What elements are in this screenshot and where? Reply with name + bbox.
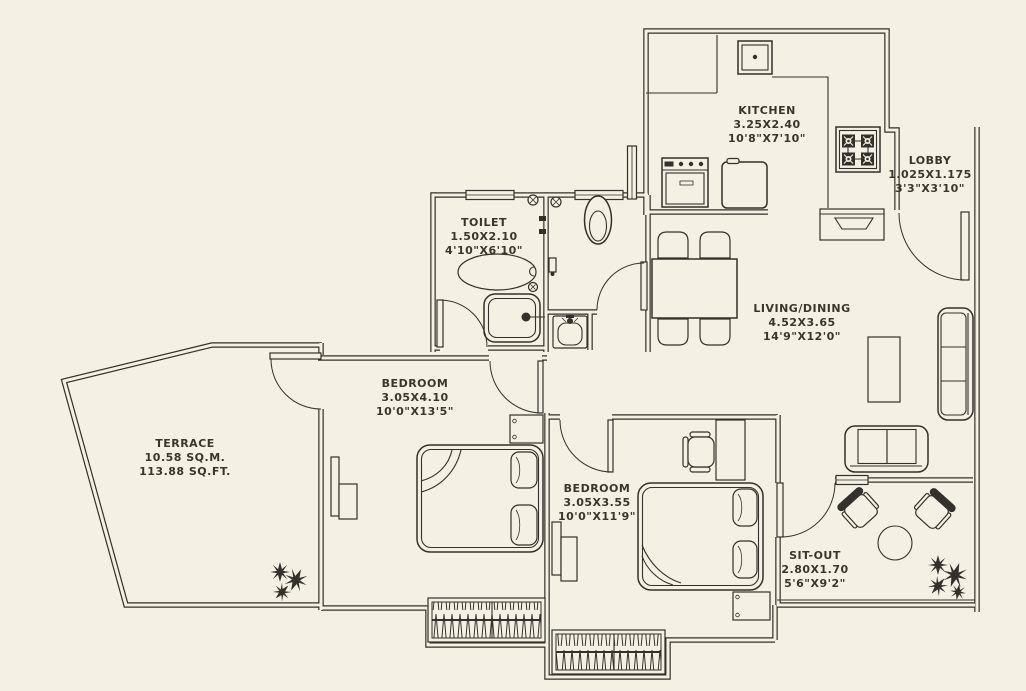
bedside-table — [509, 414, 544, 444]
patio-chair — [837, 487, 880, 529]
terrace-door — [269, 352, 322, 410]
wc-room — [548, 195, 613, 349]
room-name: BEDROOM — [382, 377, 449, 390]
exhaust-fan-icon — [527, 194, 539, 206]
terrace — [269, 562, 312, 605]
room-name: KITCHEN — [738, 104, 796, 117]
bed-double — [416, 444, 544, 553]
dining-table — [651, 231, 738, 346]
sit-out-door — [776, 482, 836, 538]
entrance-door — [898, 211, 970, 281]
tv-unit — [551, 521, 578, 582]
wash-basin-icon — [552, 315, 588, 349]
bedroom-1-label: BEDROOM 3.05X4.10 10'0"X13'5" — [376, 377, 454, 418]
living-dining-label: LIVING/DINING 4.52X3.65 14'9"X12'0" — [753, 302, 850, 343]
flush-valve-icon — [548, 257, 557, 276]
ceiling-fan-icon — [550, 196, 562, 208]
kitchen-shaft-window — [626, 145, 638, 200]
shower-mixer-icon — [539, 216, 546, 234]
washing-machine-icon — [661, 157, 709, 208]
wardrobe — [551, 629, 666, 675]
wc-toilet-icon — [583, 195, 613, 245]
pillow — [510, 451, 538, 489]
bedside-table — [732, 591, 771, 621]
room-name: LOBBY — [909, 154, 952, 167]
room-dim-m: 3.25X2.40 — [733, 118, 800, 131]
floor-drain-icon — [527, 281, 539, 293]
shower-cubicle-icon — [483, 293, 545, 343]
plant-icon — [269, 562, 312, 605]
toilet-window — [465, 189, 515, 201]
room-dim-ft: 14'9"X12'0" — [763, 330, 841, 343]
toilet-room — [457, 194, 546, 343]
kitchen-sink-icon — [737, 40, 773, 75]
plant-icon — [924, 555, 972, 602]
room-labels: KITCHEN 3.25X2.40 10'8"X7'10" LOBBY 1.02… — [139, 104, 972, 590]
room-name: BEDROOM — [564, 482, 631, 495]
living-dining — [651, 231, 974, 473]
room-dim-ft: 4'10"X6'10" — [445, 244, 523, 257]
lobby-label: LOBBY 1.025X1.175 3'3"X3'10" — [888, 154, 972, 195]
sit-out — [837, 487, 972, 602]
room-dim-ft: 10'8"X7'10" — [728, 132, 806, 145]
kitchen-label: KITCHEN 3.25X2.40 10'8"X7'10" — [728, 104, 806, 145]
bedroom-1-door — [489, 360, 544, 414]
round-table — [877, 525, 913, 561]
room-dim-m: 2.80X1.70 — [781, 563, 848, 576]
room-name: TOILET — [461, 216, 507, 229]
bedroom-2-label: BEDROOM 3.05X3.55 10'0"X11'9" — [558, 482, 636, 523]
bedroom-2 — [551, 419, 771, 675]
toilet-door — [436, 299, 488, 348]
room-dim-ft: 3'3"X3'10" — [895, 182, 965, 195]
room-dim-m: 1.50X2.10 — [450, 230, 517, 243]
room-dim-ft: 10'0"X11'9" — [558, 510, 636, 523]
terrace-label: TERRACE 10.58 SQ.M. 113.88 SQ.FT. — [139, 437, 231, 478]
pillow — [732, 488, 758, 527]
kitchen-platform — [819, 208, 885, 241]
pillow — [732, 540, 758, 579]
room-dim-ft: 5'6"X9'2" — [784, 577, 846, 590]
room-name: SIT-OUT — [789, 549, 841, 562]
patio-chair — [913, 488, 956, 530]
kitchen — [646, 35, 885, 241]
room-area-sqm: 10.58 SQ.M. — [145, 451, 226, 464]
bedroom-1 — [330, 414, 546, 643]
pillow — [510, 504, 538, 546]
room-name: TERRACE — [155, 437, 215, 450]
room-name: LIVING/DINING — [753, 302, 850, 315]
refrigerator-icon — [721, 157, 768, 209]
bedroom-2-door — [559, 419, 614, 473]
toilet-label: TOILET 1.50X2.10 4'10"X6'10" — [445, 216, 523, 257]
bed-double — [637, 482, 764, 591]
sofa-loveseat — [844, 425, 929, 473]
room-dim-m: 4.52X3.65 — [768, 316, 835, 329]
kitchen-counter-edge — [772, 76, 829, 208]
tv-unit — [330, 456, 358, 520]
sofa-three-seat — [937, 307, 974, 421]
wardrobe — [427, 597, 546, 643]
room-area-sqft: 113.88 SQ.FT. — [139, 465, 231, 478]
sit-out-window — [835, 474, 869, 486]
stove-icon — [835, 126, 881, 173]
walls — [60, 28, 980, 680]
kitchen-cabinet — [646, 35, 718, 94]
desk — [715, 419, 746, 481]
room-dim-ft: 10'0"X13'5" — [376, 405, 454, 418]
doors — [269, 211, 970, 538]
desk-chair — [682, 431, 715, 473]
wc-door — [596, 261, 648, 311]
room-dim-m: 3.05X4.10 — [381, 391, 448, 404]
wall-inner-lines — [62, 29, 979, 679]
coffee-table — [867, 336, 901, 403]
room-dim-m: 1.025X1.175 — [888, 168, 972, 181]
sit-out-label: SIT-OUT 2.80X1.70 5'6"X9'2" — [781, 549, 848, 590]
counter-basin-icon — [457, 253, 537, 291]
room-dim-m: 3.05X3.55 — [563, 496, 630, 509]
